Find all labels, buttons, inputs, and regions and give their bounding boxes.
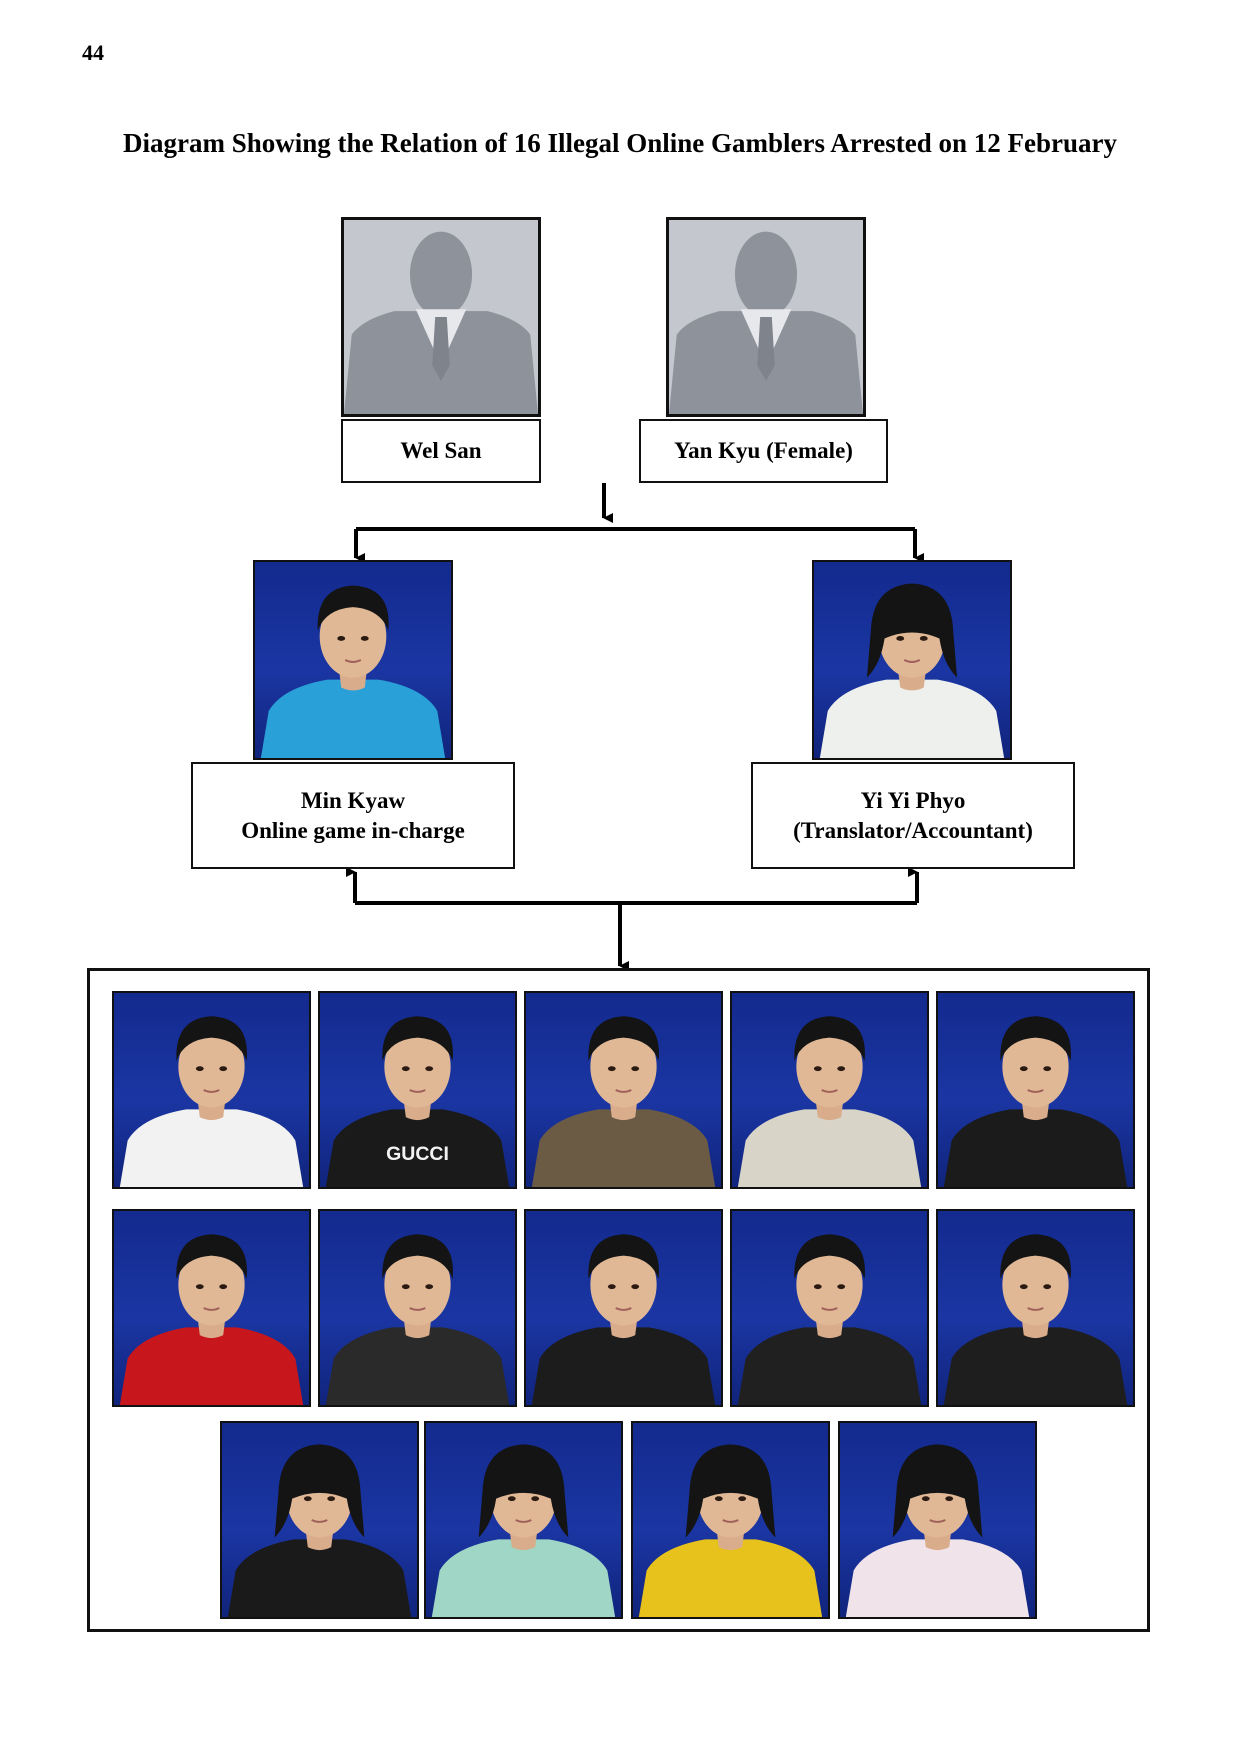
name-box-wel-san: Wel San xyxy=(341,419,541,483)
group-member-photo xyxy=(936,991,1135,1189)
portrait-figure xyxy=(119,1234,304,1405)
group-member-photo xyxy=(220,1421,419,1619)
portrait-figure xyxy=(431,1444,616,1617)
group-member-photo xyxy=(730,1209,929,1407)
name-label: Wel San xyxy=(400,438,482,463)
portrait-figure xyxy=(638,1444,823,1617)
group-member-photo xyxy=(838,1421,1037,1619)
portrait-figure xyxy=(227,1444,412,1617)
portrait-figure xyxy=(737,1234,922,1405)
person-silhouette-icon xyxy=(669,231,863,414)
portrait-figure xyxy=(737,1016,922,1187)
portrait-figure xyxy=(943,1016,1128,1187)
portrait-figure xyxy=(531,1234,716,1405)
portrait-figure: GUCCI xyxy=(325,1016,510,1187)
role-label: Online game in-charge xyxy=(241,817,465,843)
portrait-figure xyxy=(325,1234,510,1405)
placeholder-photo-yan-kyu xyxy=(666,217,866,417)
placeholder-photo-wel-san xyxy=(341,217,541,417)
role-label: (Translator/Accountant) xyxy=(793,817,1033,843)
group-member-photo xyxy=(631,1421,830,1619)
group-member-photo xyxy=(524,991,723,1189)
portrait-figure xyxy=(943,1234,1128,1405)
name-label: Min Kyaw xyxy=(300,787,406,813)
shirt-print-text: GUCCI xyxy=(386,1143,449,1165)
group-member-photo xyxy=(112,991,311,1189)
group-member-photo xyxy=(936,1209,1135,1407)
group-member-photo xyxy=(112,1209,311,1407)
portrait-figure xyxy=(119,1016,304,1187)
portrait-figure xyxy=(531,1016,716,1187)
diagram-title: Diagram Showing the Relation of 16 Illeg… xyxy=(123,128,1117,158)
group-member-photo xyxy=(318,1209,517,1407)
group-member-photo: GUCCI xyxy=(318,991,517,1189)
portrait-figure xyxy=(819,583,1005,758)
group-member-photo xyxy=(424,1421,623,1619)
name-box-yan-kyu: Yan Kyu (Female) xyxy=(639,419,888,483)
name-label: Yi Yi Phyo xyxy=(860,787,966,813)
group-member-photo xyxy=(524,1209,723,1407)
person-silhouette-icon xyxy=(344,231,538,414)
photo-min-kyaw xyxy=(253,560,453,760)
name-box-min-kyaw: Min Kyaw Online game in-charge xyxy=(191,762,515,869)
page-number: 44 xyxy=(82,40,104,65)
name-box-yi-yi-phyo: Yi Yi Phyo (Translator/Accountant) xyxy=(751,762,1075,869)
group-member-photo xyxy=(730,991,929,1189)
name-label: Yan Kyu (Female) xyxy=(674,438,853,463)
portrait-figure xyxy=(845,1444,1030,1617)
photo-yi-yi-phyo xyxy=(812,560,1012,760)
portrait-figure xyxy=(260,585,446,758)
